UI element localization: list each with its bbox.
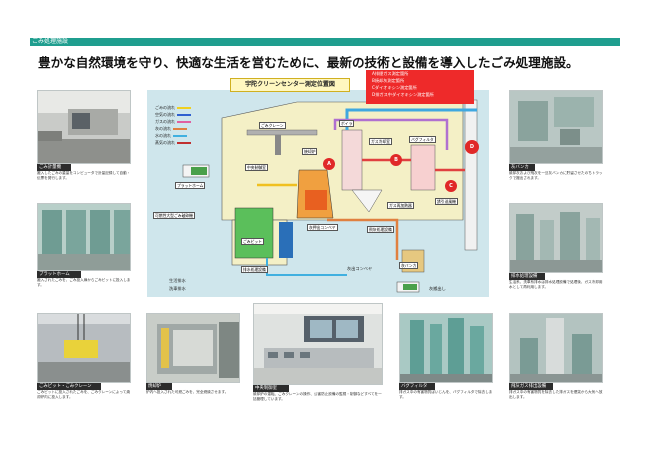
flow-key-ash: 灰の流れ bbox=[155, 125, 191, 132]
photo-caption: 焼却炉 bbox=[146, 383, 172, 390]
label-wastewater: 排水処理設備 bbox=[241, 266, 268, 273]
label-ash-out: 灰搬出し bbox=[429, 286, 446, 291]
label-bulky: 可燃性大型ごみ破砕機 bbox=[153, 212, 195, 219]
page-title: 豊かな自然環境を守り、快適な生活を営むために、最新の技術と設備を導入したごみ処理… bbox=[38, 55, 579, 70]
photo-platform bbox=[37, 203, 131, 271]
photo-caption: ごみ計量機 bbox=[37, 164, 71, 171]
section-bar bbox=[30, 38, 620, 46]
photo-ash-bunker bbox=[509, 90, 603, 164]
photo-card-control: 中央制御室 焼却炉の運転、ごみクレーンの操作、公害防止設備の監視・制御などすべて… bbox=[253, 303, 383, 401]
photo-furnace bbox=[146, 313, 240, 383]
photo-caption: 飛灰ガス排出設備 bbox=[509, 383, 553, 390]
photo-caption: ごみピット・ごみクレーン bbox=[37, 383, 101, 390]
label-boiler: ボイラ bbox=[339, 120, 355, 127]
photo-desc: 排ガス中の有害物質ばいじんを、バグフィルタで除去します。 bbox=[399, 390, 493, 399]
photo-scale bbox=[37, 90, 131, 164]
photo-card-platform: プラットホーム 搬入されたごみを、ごみ投入扉からごみピットに投入します。 bbox=[37, 203, 131, 287]
label-crane: ごみクレーン bbox=[259, 122, 286, 129]
flow-key-water: 水の流れ bbox=[155, 132, 191, 139]
photo-fly-ash bbox=[509, 313, 603, 383]
label-pit: ごみピット bbox=[241, 238, 264, 245]
photo-desc: 排ガス中の有害物質を除去した排ガスを煙突から大気へ放出します。 bbox=[509, 390, 603, 399]
photo-card-furnace: 焼却炉 炉内へ投入された可燃ごみを、完全燃焼させます。 bbox=[146, 313, 240, 395]
photo-card-scale: ごみ計量機 搬入したごみの重量をコンピュータで計量記録して自動・伝票を発行します… bbox=[37, 90, 131, 180]
label-furnace: 焼却炉 bbox=[302, 148, 318, 155]
flow-key-gas: ガスの流れ bbox=[155, 118, 191, 125]
label-fly-ash: 飛灰処理設備 bbox=[367, 226, 394, 233]
flow-key-steam: 蒸気の流れ bbox=[155, 139, 191, 146]
photo-card-bagfilter: バグフィルタ 排ガス中の有害物質ばいじんを、バグフィルタで除去します。 bbox=[399, 313, 493, 399]
measurement-legend: A排煙ガス測定箇所 B焼却灰測定箇所 Cダイオキシン測定箇所 D排ガス中ダイオキ… bbox=[366, 70, 474, 104]
photo-desc: 搬入されたごみを、ごみ投入扉からごみピットに投入します。 bbox=[37, 278, 131, 287]
label-platform: プラットホーム bbox=[175, 182, 206, 189]
photo-bag-filter bbox=[399, 313, 493, 383]
label-conveyor: 灰出コンベヤ bbox=[347, 266, 373, 271]
photo-pit bbox=[37, 313, 131, 383]
label-cooler: ガス冷却室 bbox=[369, 138, 392, 145]
section-tag: ごみ処理施設 bbox=[32, 38, 69, 45]
photo-desc: ごみピットに投入されたごみを、ごみクレーンによって焼却炉内に投入します。 bbox=[37, 390, 130, 399]
label-gas-reheat: ガス再加熱器 bbox=[387, 202, 414, 209]
label-filter: バグフィルタ bbox=[409, 136, 436, 143]
photo-card-flyash: 飛灰ガス排出設備 排ガス中の有害物質を除去した排ガスを煙突から大気へ放出します。 bbox=[509, 313, 603, 399]
legend-item: B焼却灰測定箇所 bbox=[372, 78, 405, 83]
marker-c: C bbox=[445, 180, 457, 192]
label-plant: 洗車排水 bbox=[169, 286, 186, 291]
photo-card-wastewater: 排水処理設備 生活系、洗車系排水は排水処理設備で処理後、ガス冷却用水として再利用… bbox=[509, 203, 603, 289]
photo-wastewater bbox=[509, 203, 603, 273]
marker-b: B bbox=[390, 154, 402, 166]
photo-caption: バグフィルタ bbox=[399, 383, 435, 390]
flow-key-garbage: ごみの流れ bbox=[155, 104, 191, 111]
photo-card-ashbunker: 灰バンカ 焼却灰および飛灰を一旦灰バンカに貯留させたのちトラックで搬出されます。 bbox=[509, 90, 603, 180]
legend-item: A排煙ガス測定箇所 bbox=[372, 71, 409, 76]
label-ash-bunker: 灰バンカ bbox=[399, 262, 419, 269]
photo-control-room bbox=[253, 303, 383, 385]
label-living: 生活排水 bbox=[169, 278, 186, 283]
photo-desc: 焼却灰および飛灰を一旦灰バンカに貯留させたのちトラックで搬出されます。 bbox=[509, 171, 603, 180]
photo-caption: 灰バンカ bbox=[509, 164, 535, 171]
label-ash-conveyor: 灰押出コンベヤ bbox=[307, 224, 338, 231]
photo-card-pit: ごみピット・ごみクレーン ごみピットに投入されたごみを、ごみクレーンによって焼却… bbox=[37, 313, 131, 399]
photo-caption: 中央制御室 bbox=[253, 385, 289, 392]
photo-caption: プラットホーム bbox=[37, 271, 81, 278]
label-fan: 誘引送風機 bbox=[435, 198, 458, 205]
plant-diagram: ごみの流れ 空気の流れ ガスの流れ 灰の流れ 水の流れ 蒸気の流れ ごみクレーン… bbox=[147, 90, 489, 297]
photo-desc: 生活系、洗車系排水は排水処理設備で処理後、ガス冷却用水として再利用します。 bbox=[509, 280, 603, 289]
photo-desc: 炉内へ投入された可燃ごみを、完全燃焼させます。 bbox=[146, 390, 229, 394]
legend-item: Cダイオキシン測定箇所 bbox=[372, 85, 417, 90]
marker-d: D bbox=[465, 140, 479, 154]
photo-desc: 焼却炉の運転、ごみクレーンの操作、公害防止設備の監視・制御などすべてを一括管理し… bbox=[253, 392, 382, 401]
label-control: 中央制御室 bbox=[245, 164, 268, 171]
flow-key: ごみの流れ 空気の流れ ガスの流れ 灰の流れ 水の流れ 蒸気の流れ bbox=[155, 104, 191, 146]
diagram-title: 宇陀クリーンセンター測定位置図 bbox=[230, 78, 350, 92]
marker-a: A bbox=[323, 158, 335, 170]
legend-item: D排ガス中ダイオキシン測定箇所 bbox=[372, 92, 434, 97]
photo-desc: 搬入したごみの重量をコンピュータで計量記録して自動・伝票を発行します。 bbox=[37, 171, 131, 180]
flow-key-air: 空気の流れ bbox=[155, 111, 191, 118]
photo-caption: 排水処理設備 bbox=[509, 273, 545, 280]
